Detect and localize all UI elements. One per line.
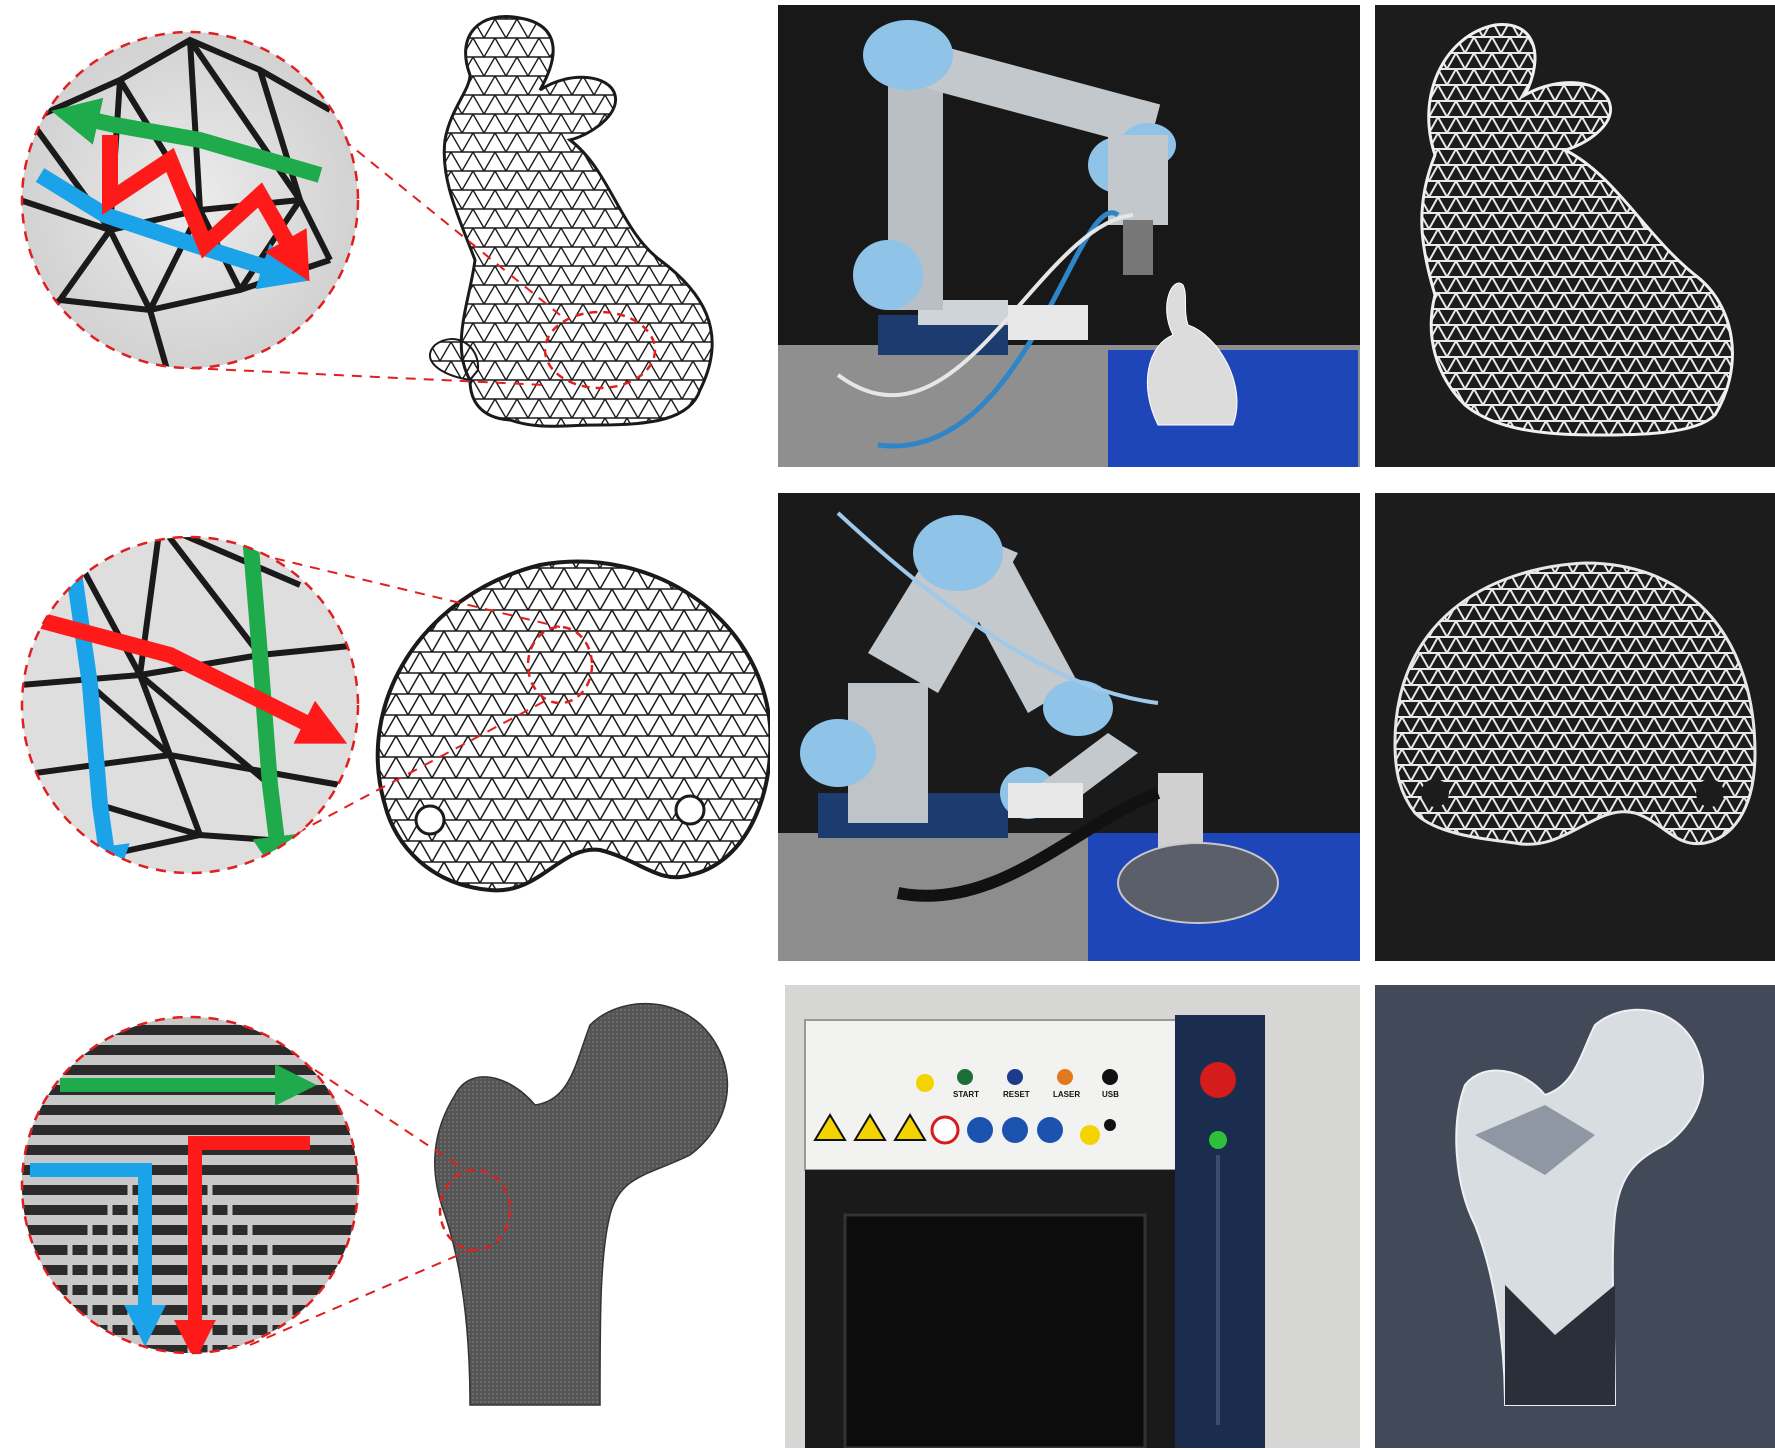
femur-zoom-circle [20, 1015, 360, 1355]
plate-robot-printing-photo [778, 493, 1360, 961]
indicator-light [1209, 1131, 1227, 1149]
laser-machine-photo: START RESET LASER USB [785, 985, 1360, 1448]
warning-signs [813, 1113, 1100, 1145]
plate-printed-result-photo [1375, 493, 1775, 961]
femur-mesh [434, 1002, 729, 1406]
bunny-robot-printing-photo [778, 5, 1360, 467]
femur-engraved-result-photo [1375, 985, 1775, 1448]
bunny-toolpath-render [20, 15, 714, 428]
engraved-femur-scene [1375, 985, 1775, 1448]
bunny-mesh [428, 15, 714, 428]
robot-scene-1 [778, 5, 1360, 467]
bunny-toolpath-render-panel [0, 0, 770, 480]
laser-label: LASER [1053, 1090, 1080, 1099]
robot-arm-upper [926, 45, 1161, 148]
plate-toolpath-render-panel [0, 505, 770, 965]
emergency-stop-button [1200, 1062, 1236, 1098]
start-label: START [953, 1090, 979, 1099]
reset-label: RESET [1003, 1090, 1030, 1099]
robot-scene-2 [778, 493, 1360, 961]
printed-plate-scene [1375, 493, 1775, 961]
plate-mesh [375, 559, 770, 893]
plate-zoom-circle [20, 535, 360, 875]
femur-toolpath-render-panel [0, 985, 770, 1445]
printed-bunny-scene [1375, 5, 1775, 467]
femur-toolpath-render [20, 1002, 729, 1406]
usb-label: USB [1102, 1090, 1119, 1099]
laser-machine-scene: START RESET LASER USB [785, 985, 1360, 1448]
bunny-zoom-circle [20, 30, 360, 370]
control-buttons: START RESET LASER USB [916, 1069, 1119, 1131]
plate-toolpath-render [20, 535, 770, 893]
bunny-printed-result-photo [1375, 5, 1775, 467]
